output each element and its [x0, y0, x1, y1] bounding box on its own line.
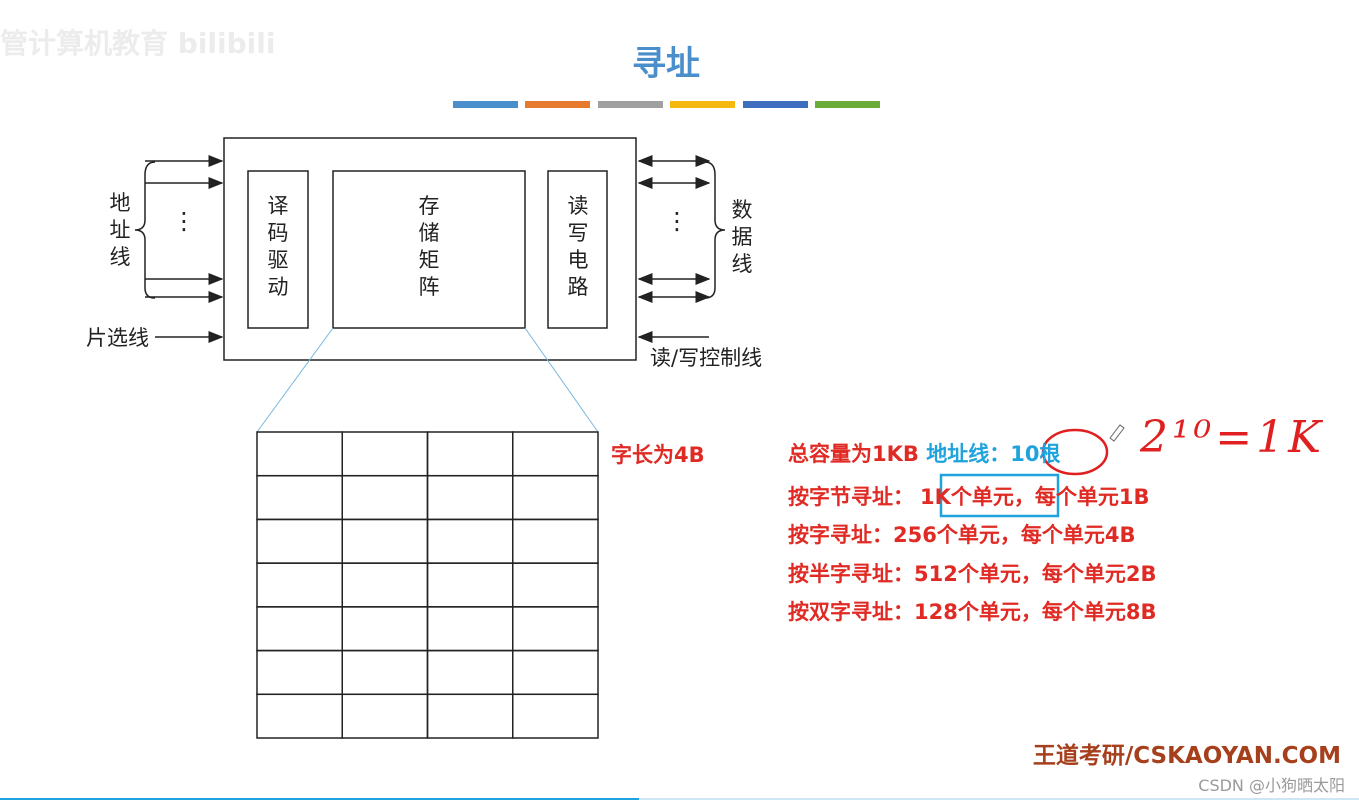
- storage-cell: [426, 693, 514, 739]
- address-dots: ⋮: [172, 207, 196, 235]
- address-lines-text: 地址线：: [926, 442, 1011, 466]
- storage-cell: [256, 649, 343, 696]
- decoder-label: 译码驱动: [267, 194, 289, 299]
- storage-cell: [512, 693, 599, 739]
- red-circle-annotation: [1041, 428, 1109, 476]
- storage-cell: [512, 431, 599, 477]
- handwriting-annotation: 2¹⁰=1K: [1140, 412, 1326, 463]
- storage-cell: [341, 431, 429, 477]
- storage-grid: [256, 431, 599, 739]
- unit-size: ，每个单元1B: [1013, 485, 1150, 509]
- address-arrows: [145, 155, 224, 343]
- data-arrows: [637, 155, 711, 303]
- units-count: 1K个单元: [920, 485, 1014, 509]
- csdn-watermark: CSDN @小狗晒太阳: [1198, 776, 1345, 795]
- note-line-3: 按字寻址：256个单元，每个单元4B: [788, 523, 1136, 547]
- slide-title: 寻址: [632, 44, 700, 84]
- color-bar: [670, 101, 736, 108]
- storage-cell: [341, 606, 429, 652]
- word-length-label: 字长为4B: [611, 443, 705, 467]
- storage-cell: [512, 606, 599, 652]
- storage-cell: [256, 474, 343, 521]
- highlight-box: [939, 473, 1060, 518]
- storage-cell: [341, 649, 429, 696]
- note-line-4: 按半字寻址：512个单元，每个单元2B: [788, 562, 1157, 586]
- note-line-1: 总容量为1KB 地址线：10根: [788, 438, 1060, 468]
- memory-chip-box: [223, 137, 637, 361]
- storage-cell: [426, 649, 514, 696]
- bilibili-watermark-logo: 管计算机教育 bilibili: [0, 27, 276, 60]
- data-lines-label: 数据线: [731, 198, 753, 276]
- storage-cell: [256, 518, 343, 564]
- matrix-box: [332, 170, 526, 329]
- storage-cell: [512, 562, 599, 608]
- matrix-label: 存储矩阵: [418, 194, 440, 299]
- footer-brand: 王道考研/CSKAOYAN.COM: [1032, 743, 1341, 769]
- storage-cell: [341, 518, 429, 564]
- chip-select-label: 片选线: [86, 326, 149, 350]
- storage-cell: [512, 649, 599, 696]
- color-bar: [525, 101, 591, 108]
- note-line-5: 按双字寻址：128个单元，每个单元8B: [788, 600, 1157, 624]
- storage-cell: [256, 562, 343, 608]
- color-bar: [453, 101, 518, 108]
- progress-track: [0, 798, 1359, 800]
- color-bar: [815, 101, 880, 108]
- storage-cell: [256, 693, 343, 739]
- storage-cell: [426, 518, 514, 564]
- rw-control-label: 读/写控制线: [650, 346, 763, 370]
- byte-addressing: 按字节寻址：: [788, 485, 914, 509]
- pen-cursor-icon: [1109, 424, 1125, 442]
- left-brace: [134, 161, 156, 299]
- rw-circuit-box: [547, 170, 608, 329]
- storage-cell: [341, 693, 429, 739]
- color-bar: [742, 101, 808, 108]
- storage-cell: [341, 474, 429, 521]
- data-dots: ⋮: [665, 207, 689, 235]
- decoder-box: [247, 170, 309, 329]
- total-capacity: 总容量为1KB: [788, 442, 927, 466]
- storage-cell: [256, 606, 343, 652]
- address-lines-label: 地址线: [109, 191, 131, 269]
- storage-cell: [341, 562, 429, 608]
- storage-cell: [512, 474, 599, 521]
- storage-cell: [256, 431, 343, 477]
- color-bar: [597, 101, 663, 108]
- storage-cell: [426, 431, 514, 477]
- storage-cell: [426, 562, 514, 608]
- right-brace: [704, 161, 726, 299]
- storage-cell: [512, 518, 599, 564]
- progress-fill: [0, 798, 639, 800]
- rw-circuit-label: 读写电路: [567, 194, 589, 299]
- storage-cell: [426, 474, 514, 521]
- address-lines-count: 10根: [1010, 442, 1061, 466]
- storage-cell: [426, 606, 514, 652]
- note-line-2: 按字节寻址：1K个单元，每个单元1B: [788, 481, 1150, 511]
